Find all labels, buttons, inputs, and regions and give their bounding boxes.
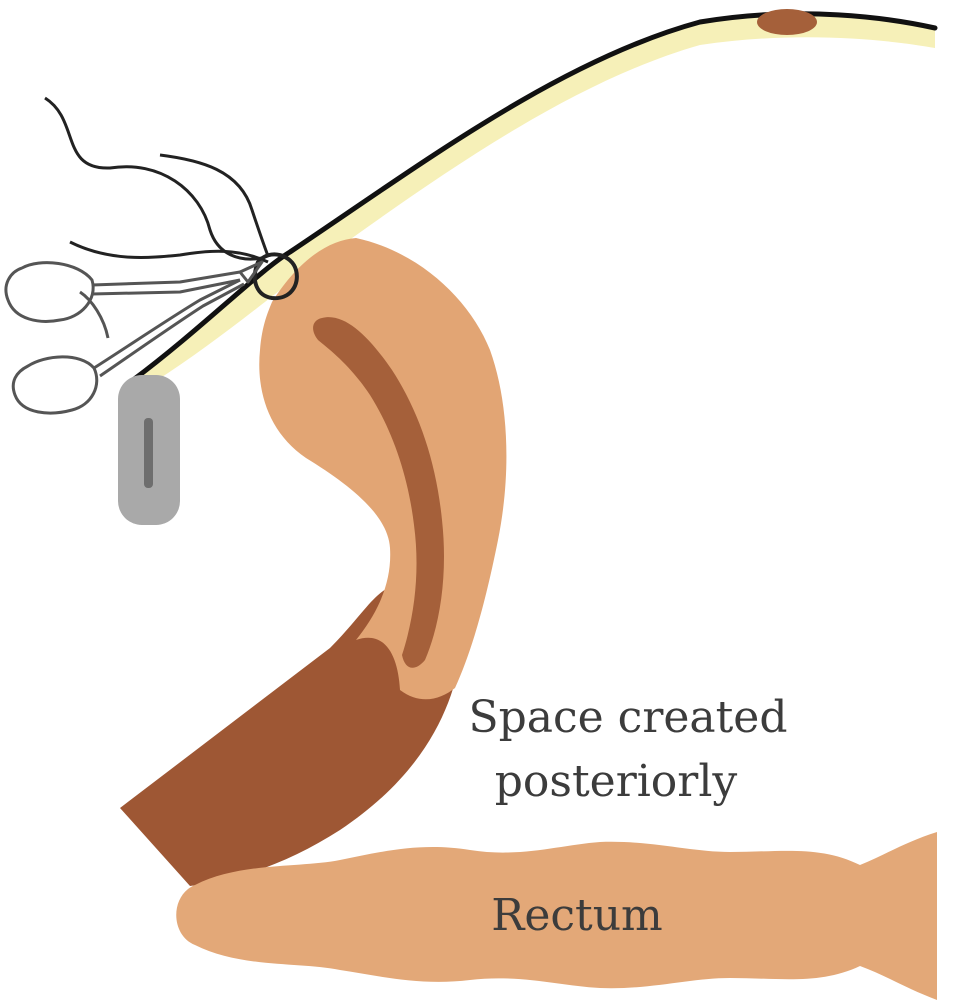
grasper-finger-rest	[79, 290, 110, 339]
grasper-lower-shaft	[93, 278, 241, 370]
trocar-slot	[144, 418, 153, 488]
subcutaneous-fat-layer	[133, 13, 935, 393]
grasper-instrument	[4, 260, 264, 415]
rectum-label: Rectum	[491, 890, 663, 941]
suture-strand-3	[159, 153, 270, 257]
grasper-lower-shaft-edge	[99, 282, 245, 378]
grasper-upper-shaft	[91, 270, 241, 287]
grasper-upper-shaft-edge	[91, 278, 241, 296]
umbilicus-mark	[757, 9, 817, 35]
grasper-lower-ring-handle	[11, 355, 99, 415]
space-created-label-line-1: Space created	[468, 692, 787, 743]
abdominal-wall-line	[130, 11, 938, 383]
space-created-label-line-2: posteriorly	[495, 756, 738, 807]
rectum-shape	[176, 832, 937, 1000]
grasper-upper-ring-handle	[4, 261, 95, 323]
suture-loop	[252, 252, 299, 301]
uterus-body	[259, 238, 507, 700]
suture-strand-2	[69, 240, 269, 264]
cervix-vagina-dark-tissue	[120, 588, 462, 886]
grasper-jaw-tip	[238, 260, 264, 284]
uterine-cavity-band	[313, 317, 445, 668]
